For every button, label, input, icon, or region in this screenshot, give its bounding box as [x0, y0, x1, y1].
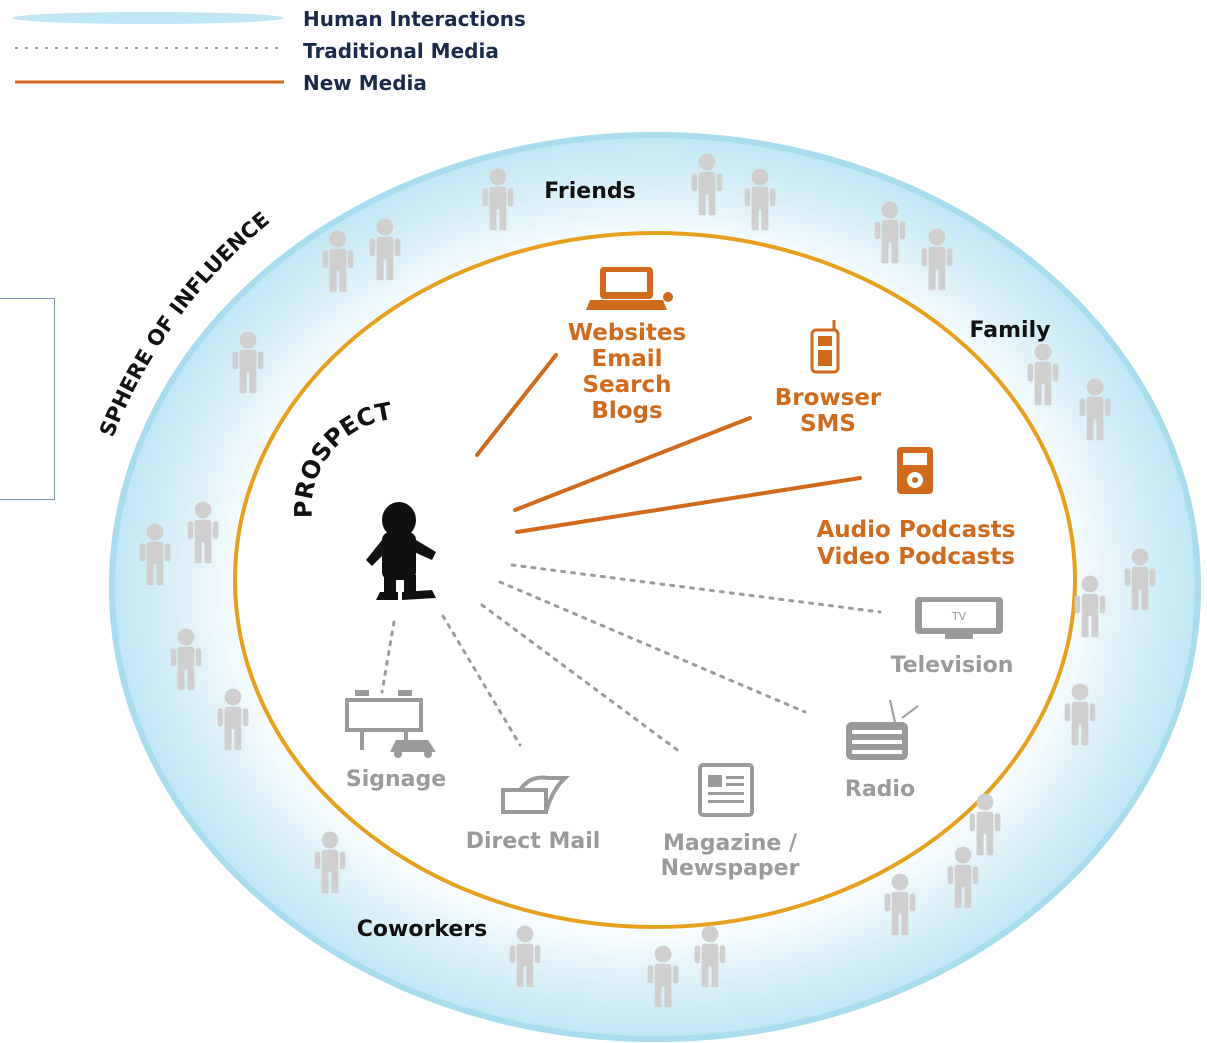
phone-icon [810, 320, 840, 374]
new-media-lines [475, 353, 862, 534]
sms-label: SMS [800, 411, 856, 437]
legend-human-interactions-label: Human Interactions [303, 7, 526, 31]
coworkers-label: Coworkers [357, 917, 487, 942]
email-label: Email [592, 346, 663, 372]
video-podcasts-label: Video Podcasts [817, 544, 1015, 570]
newspaper-icon [698, 763, 754, 817]
podcast-media-labels: Audio Podcasts Video Podcasts [817, 517, 1016, 570]
traditional-media-lines [380, 563, 882, 754]
prospect-figure [366, 502, 436, 600]
billboard-icon [345, 690, 436, 758]
magazine-labels: Magazine / Newspaper [661, 831, 800, 881]
legend-traditional-media-label: Traditional Media [303, 39, 499, 63]
search-label: Search [582, 372, 671, 398]
friends-label: Friends [544, 179, 635, 204]
signage-label: Signage [346, 767, 446, 792]
radio-label: Radio [845, 777, 915, 802]
browser-label: Browser [775, 385, 882, 411]
laptop-icon [586, 267, 673, 310]
tv-screen-label: TV [951, 610, 967, 623]
web-media-labels: Websites Email Search Blogs [568, 320, 686, 424]
mobile-media-labels: Browser SMS [775, 385, 882, 437]
legend-new-media-label: New Media [303, 71, 427, 95]
legend-human-interactions-swatch [12, 12, 284, 24]
television-label: Television [891, 653, 1014, 678]
ipod-icon [897, 447, 933, 494]
direct-mail-label: Direct Mail [466, 829, 601, 854]
outer-sphere-edge [109, 132, 1201, 1042]
blogs-label: Blogs [591, 398, 662, 424]
magazine-label: Magazine / [663, 831, 798, 856]
line-to-magazine [480, 603, 682, 754]
line-to-mobile [513, 416, 752, 512]
radio-icon [846, 699, 919, 760]
tv-icon: TV [915, 597, 1003, 639]
websites-label: Websites [568, 320, 686, 346]
line-to-television [510, 563, 882, 614]
audio-podcasts-label: Audio Podcasts [817, 517, 1016, 543]
line-to-web [475, 353, 558, 457]
side-frame-box [0, 298, 55, 500]
line-to-podcasts [515, 476, 862, 534]
mailbox-icon [501, 775, 571, 814]
newspaper-label: Newspaper [661, 856, 800, 881]
line-to-signage [380, 620, 396, 694]
family-label: Family [970, 318, 1051, 343]
